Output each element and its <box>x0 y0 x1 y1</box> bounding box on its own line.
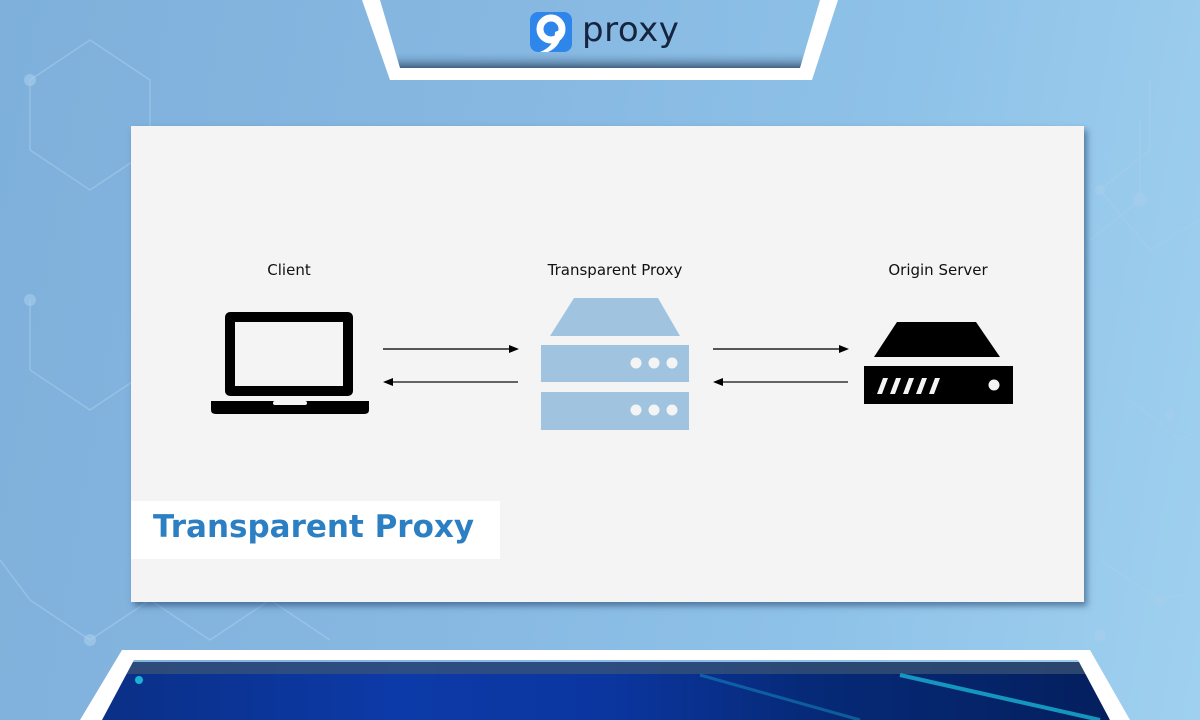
server-icon <box>864 322 1013 404</box>
proxy-label: Transparent Proxy <box>547 261 683 279</box>
brand-logo[interactable]: proxy <box>530 10 680 52</box>
arrow-proxy-to-origin <box>713 345 849 386</box>
client-label: Client <box>267 261 311 279</box>
origin-label: Origin Server <box>888 261 988 279</box>
arrow-client-to-proxy <box>383 345 519 386</box>
bottom-panel-frame <box>80 650 1130 720</box>
laptop-icon <box>211 312 369 414</box>
diagram-card: Client Transparent Proxy Origin Server <box>131 126 1084 602</box>
9-logo-icon <box>530 12 572 52</box>
diagram-title: Transparent Proxy <box>153 509 475 545</box>
logo-text: proxy <box>582 10 680 50</box>
server-stack-icon <box>541 298 689 430</box>
top-header-frame <box>362 0 838 80</box>
diagram-title-box: Transparent Proxy <box>131 501 500 559</box>
